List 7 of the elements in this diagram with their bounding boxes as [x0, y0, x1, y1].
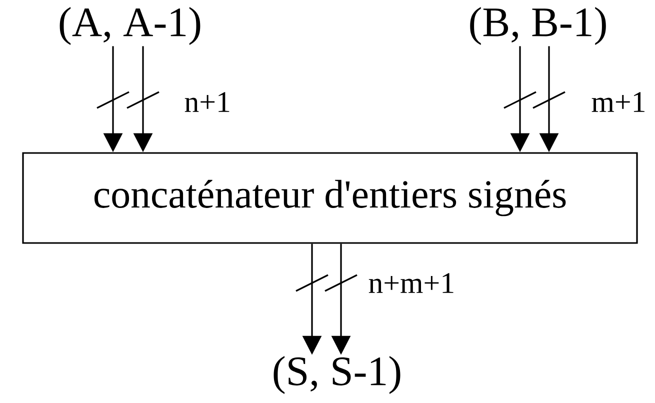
- terminal-label: (A, A-1): [60, 7, 200, 45]
- process-box: concaténateur d'entiers signés: [22, 152, 638, 244]
- terminal-label: (B, B-1): [470, 7, 606, 45]
- bus-width-label: m+1: [592, 92, 644, 112]
- bus-width-label: n+m+1: [368, 273, 454, 293]
- bus-width-label: n+1: [184, 92, 230, 112]
- terminal-label: (S, S-1): [274, 356, 400, 394]
